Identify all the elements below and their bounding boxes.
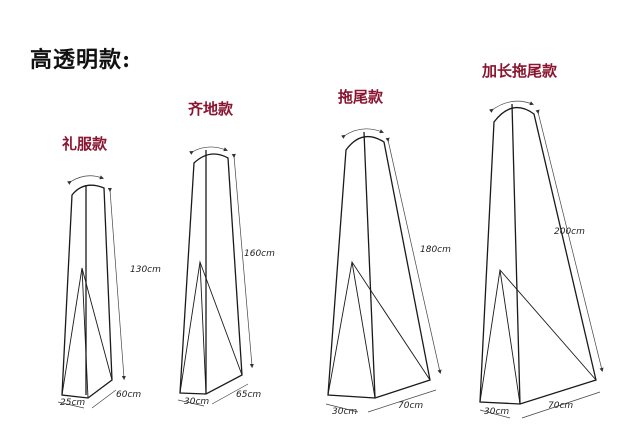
- bag-gown-length: 130cm: [130, 265, 161, 275]
- bag-long-train-bottom-side: 30cm: [484, 407, 509, 417]
- bag-floor-length: 160cm: [244, 249, 275, 259]
- bag-gown-dims: [57, 175, 126, 409]
- bag-floor-bottom-side: 30cm: [184, 397, 209, 407]
- bag-floor-bottom-front: 65cm: [236, 390, 261, 400]
- bag-label-long-train: 加长拖尾款: [482, 62, 558, 80]
- bag-train: [327, 131, 431, 399]
- bag-long-train-bottom-front: 70cm: [548, 401, 573, 411]
- page-title: 高透明款:: [30, 47, 132, 73]
- bag-train-dims: [325, 128, 442, 413]
- bag-floor: [179, 150, 243, 395]
- bag-long-train-fold-inner: [499, 269, 521, 405]
- bag-train-fold-inner: [351, 261, 376, 399]
- bag-train-length: 180cm: [420, 245, 451, 255]
- bag-gown-bottom-side: 25cm: [60, 398, 85, 408]
- bag-label-train: 拖尾款: [338, 88, 384, 106]
- bag-train-bottom-side: 30cm: [332, 407, 357, 417]
- bag-label-gown: 礼服款: [62, 135, 108, 153]
- bag-long-train-length: 200cm: [554, 227, 585, 237]
- bag-floor-outline: [179, 153, 243, 395]
- bag-label-floor: 齐地款: [188, 100, 234, 118]
- bag-train-outline: [327, 135, 431, 399]
- bag-floor-dims: [177, 146, 254, 407]
- bag-floor-fold-inner: [199, 261, 207, 395]
- bag-gown-fold-inner: [81, 267, 89, 399]
- bag-train-bottom-front: 70cm: [398, 401, 423, 411]
- bag-long-train: [479, 103, 597, 405]
- bag-train-seam: [363, 131, 376, 399]
- bag-gown-bottom-front: 60cm: [116, 390, 141, 400]
- bag-long-train-dims: [479, 100, 604, 419]
- bag-long-train-seam: [511, 103, 521, 405]
- bag-gown: [61, 184, 113, 399]
- bag-gown-outline: [61, 184, 113, 399]
